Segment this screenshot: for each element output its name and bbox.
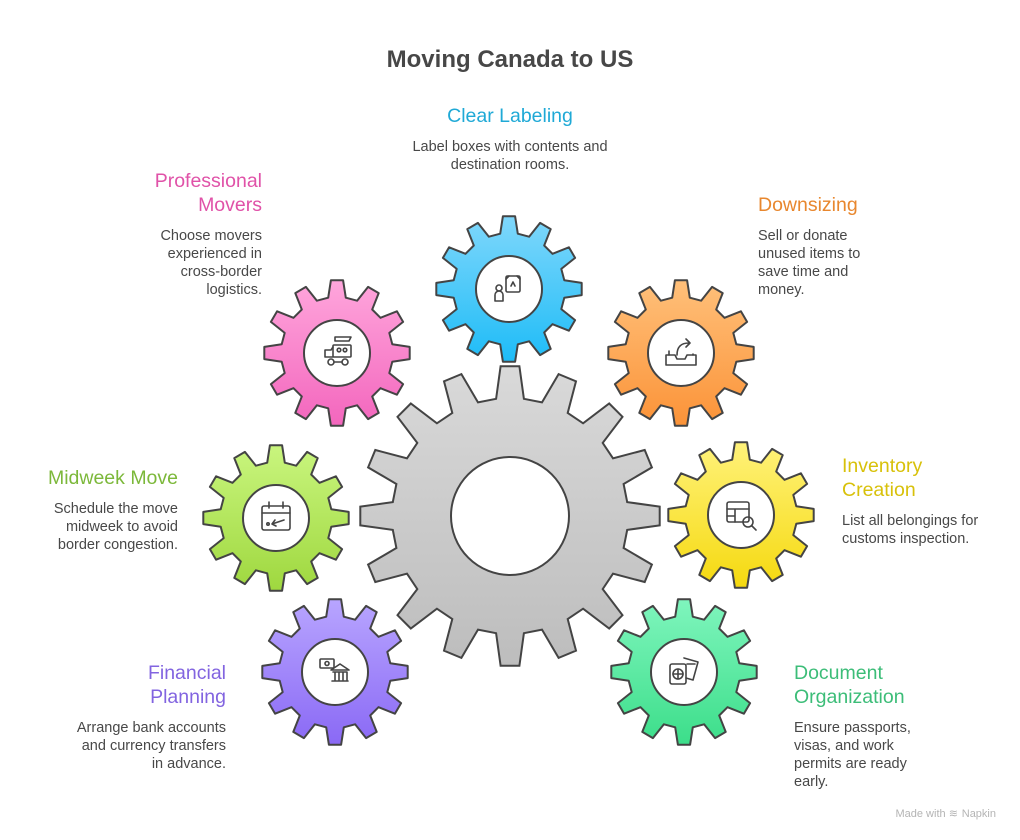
footer-brand: Napkin [961, 808, 996, 820]
passport-ticket-icon [669, 657, 699, 685]
money-bank-icon [319, 658, 350, 682]
page-title: Moving Canada to US [386, 46, 634, 73]
gear-inventory-creation [667, 441, 815, 589]
step-title: Downsizing [758, 194, 858, 216]
step-description: Ensure passports, visas, and work permit… [794, 720, 911, 790]
step-title: Midweek Move [47, 467, 178, 489]
calendar-arrow-icon [261, 501, 291, 531]
step-professional-movers: Professional Movers Choose movers experi… [132, 169, 262, 299]
step-downsizing: Downsizing Sell or donate unused items t… [758, 193, 888, 299]
step-title: Inventory Creation [842, 455, 923, 501]
gear-professional-movers [263, 279, 411, 427]
center-gear [359, 365, 661, 667]
step-clear-labeling: Clear Labeling Label boxes with contents… [410, 104, 610, 174]
gear-clear-labeling [435, 215, 583, 363]
step-description: Schedule the move midweek to avoid borde… [53, 501, 178, 553]
step-title: Document Organization [794, 662, 905, 708]
step-inventory-creation: Inventory Creation List all belongings f… [842, 454, 982, 548]
step-description: Sell or donate unused items to save time… [758, 228, 861, 298]
made-with-napkin: Made with ≋ Napkin [895, 807, 996, 820]
person-box-icon [494, 275, 521, 302]
inbox-out-icon [665, 338, 697, 366]
step-title: Professional Movers [154, 170, 262, 216]
step-description: Choose movers experienced in cross-borde… [160, 228, 262, 298]
gear-document-organization [610, 598, 758, 746]
footer-text: Made with [895, 808, 946, 820]
step-description: Arrange bank accounts and currency trans… [76, 720, 226, 772]
step-description: List all belongings for customs inspecti… [842, 513, 979, 547]
step-title: Clear Labeling [447, 105, 573, 127]
step-financial-planning: Financial Planning Arrange bank accounts… [76, 661, 226, 773]
napkin-logo-icon: ≋ [948, 808, 958, 820]
moving-truck-icon [324, 336, 352, 366]
table-search-icon [726, 501, 757, 531]
gear-financial-planning [261, 598, 409, 746]
gear-downsizing [607, 279, 755, 427]
step-description: Label boxes with contents and destinatio… [412, 139, 608, 173]
step-midweek-move: Midweek Move Schedule the move midweek t… [28, 466, 178, 554]
gear-midweek-move [202, 444, 350, 592]
step-title: Financial Planning [147, 662, 226, 708]
step-document-organization: Document Organization Ensure passports, … [794, 661, 934, 791]
